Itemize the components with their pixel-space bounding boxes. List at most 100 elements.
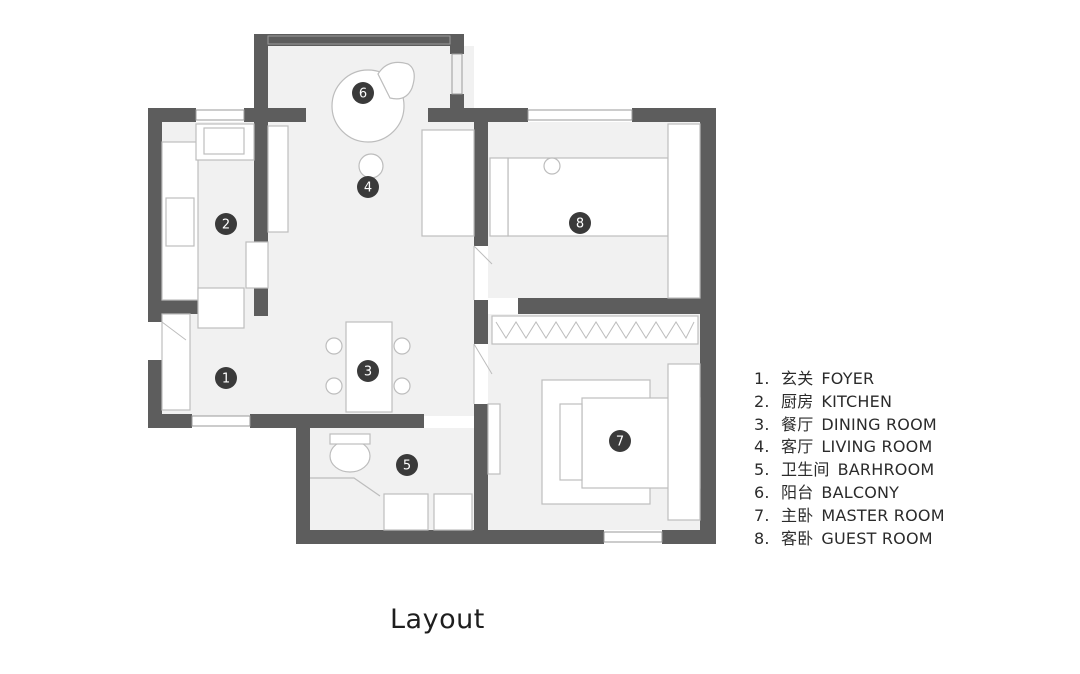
walls: [148, 34, 716, 544]
shower-screen: [310, 477, 381, 497]
wall-bed-top-right: [632, 108, 716, 122]
guest-stool: [543, 157, 561, 175]
legend-en: DINING ROOM: [821, 414, 937, 434]
legend-cn: 厨房: [781, 391, 814, 411]
legend-num: 6.: [754, 482, 770, 502]
wall-bath-bottom: [296, 530, 488, 544]
wall-balcony-right-stub: [428, 108, 478, 122]
legend-en: BALCONY: [821, 482, 900, 502]
room-marker-6: [352, 82, 374, 104]
room-marker-label: 1: [222, 372, 230, 387]
dining-chair-3: [393, 337, 411, 355]
door-master: [473, 343, 493, 404]
wall-kitchen-partition: [254, 122, 268, 242]
plan-caption: Layout: [390, 604, 485, 635]
bath-vanity: [383, 493, 429, 531]
room-marker-label: 3: [364, 365, 372, 380]
window-master: [603, 531, 663, 543]
legend-item: 1. 玄关 FOYER: [754, 368, 945, 391]
master-desk: [487, 403, 501, 475]
legend-cn: 客卧: [781, 528, 814, 548]
wall-bed-partition: [518, 298, 700, 314]
kitchen-sink: [203, 127, 245, 155]
sofa: [421, 129, 475, 237]
legend-en: MASTER ROOM: [821, 505, 945, 525]
guest-window-seat: [489, 157, 509, 237]
tv-cabinet: [267, 125, 289, 233]
room-legend: 1. 玄关 FOYER 2. 厨房 KITCHEN 3. 餐厅 DINING ROOM 4.…: [754, 368, 945, 550]
legend-cn: 玄关: [781, 369, 814, 388]
dining-chair-1: [325, 337, 343, 355]
wall-balcony-left: [254, 34, 268, 122]
doors: [161, 245, 493, 404]
legend-item: 3. 餐厅 DINING ROOM: [754, 414, 945, 437]
legend-item: 4. 客厅 LIVING ROOM: [754, 436, 945, 459]
legend-cn: 卫生间: [781, 460, 830, 480]
dining-chair-2: [325, 377, 343, 395]
wall-bed-top-left: [478, 108, 528, 122]
room-marker-8: [569, 212, 591, 234]
room-markers: 1 2 3 4 5 6 7 8: [215, 82, 631, 476]
wall-outer-left: [148, 108, 162, 322]
windows: [191, 35, 663, 543]
wall-bed-bottom-left: [488, 530, 604, 544]
wall-kitchen-top-right: [244, 108, 268, 122]
legend-item: 7. 主卧 MASTER ROOM: [754, 505, 945, 528]
legend-num: 2.: [754, 391, 770, 411]
legend-num: 7.: [754, 505, 770, 525]
toilet: [329, 439, 371, 473]
legend-item: 6. 阳台 BALCONY: [754, 482, 945, 505]
window-balcony-top: [267, 35, 451, 45]
wall-kitchen-corner: [254, 288, 268, 316]
legend-cn: 主卧: [781, 505, 814, 525]
wardrobe-hangers: [495, 321, 695, 340]
room-marker-label: 7: [616, 435, 624, 450]
furniture: [161, 61, 701, 531]
room-marker-5: [396, 454, 418, 476]
master-nightstand: [559, 403, 583, 481]
room-marker-4: [357, 176, 379, 198]
legend-cn: 餐厅: [781, 414, 814, 434]
room-marker-2: [215, 213, 237, 235]
legend-num: 4.: [754, 437, 770, 457]
wall-bed-divider-left: [474, 122, 488, 246]
room-marker-3: [357, 360, 379, 382]
master-wardrobe: [491, 315, 699, 345]
wall-bed-outer-right: [700, 108, 716, 544]
dining-chair-4: [393, 377, 411, 395]
fridge: [197, 287, 245, 329]
washing-machine: [433, 493, 473, 531]
wall-balcony-top: [254, 34, 464, 46]
legend-en: KITCHEN: [821, 391, 893, 411]
legend-cn: 阳台: [781, 482, 814, 502]
wall-foyer-bottom-left: [148, 414, 192, 428]
room-marker-label: 6: [359, 87, 367, 102]
legend-en: LIVING ROOM: [821, 437, 933, 457]
legend-num: 3.: [754, 414, 770, 434]
room-marker-label: 2: [222, 218, 230, 233]
legend-en: FOYER: [821, 369, 875, 388]
toilet-tank: [329, 433, 371, 445]
guest-wardrobe: [667, 123, 701, 299]
window-foyer: [191, 415, 251, 427]
wall-kitchen-bottom: [162, 300, 200, 314]
legend-item: 8. 客卧 GUEST ROOM: [754, 528, 945, 551]
room-marker-label: 4: [364, 181, 372, 196]
room-marker-1: [215, 367, 237, 389]
room-marker-label: 5: [403, 459, 411, 474]
side-table: [358, 153, 384, 179]
wall-bath-left: [296, 428, 310, 544]
room-marker-7: [609, 430, 631, 452]
legend-num: 1.: [754, 369, 770, 388]
window-guest: [527, 109, 633, 121]
wall-bed-divider-mid: [474, 300, 488, 344]
wall-balcony-right-upper: [450, 34, 464, 54]
legend-num: 5.: [754, 460, 770, 480]
room-marker-label: 8: [576, 217, 584, 232]
legend-en: GUEST ROOM: [821, 528, 933, 548]
wall-foyer-bottom-right: [250, 414, 424, 428]
kitchen-stove: [165, 197, 195, 247]
legend-num: 8.: [754, 528, 770, 548]
legend-cn: 客厅: [781, 437, 814, 457]
